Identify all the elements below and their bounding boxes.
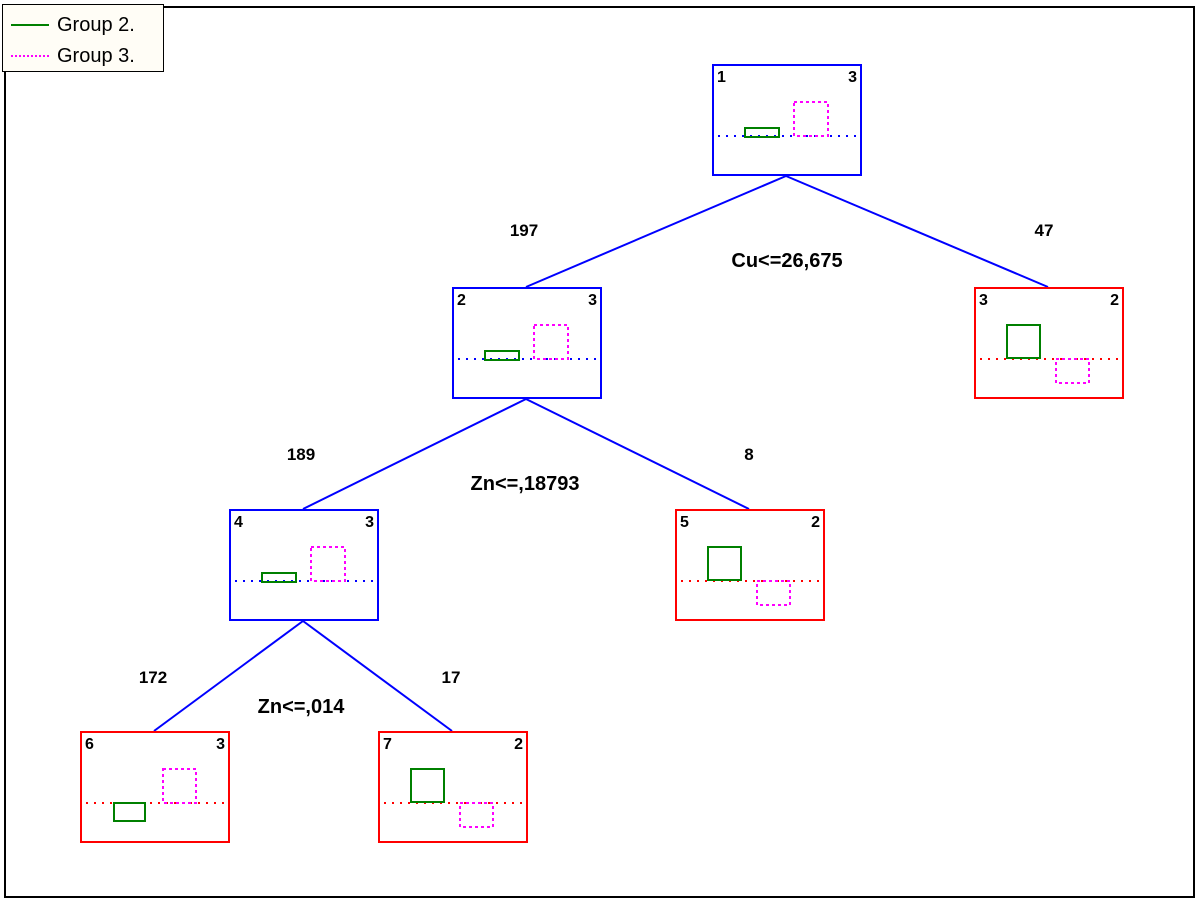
group-3-mark <box>162 768 197 804</box>
edge-2-4 <box>302 398 527 510</box>
node-id-label: 2 <box>457 292 466 309</box>
legend-item-group-2: Group 2. <box>11 11 135 39</box>
group-2-mark <box>1006 324 1041 359</box>
right-branch-count: 8 <box>744 445 753 464</box>
group-3-mark <box>793 101 829 137</box>
node-class-label: 3 <box>365 514 374 531</box>
group-3-mark <box>756 580 791 606</box>
node-id-label: 3 <box>979 292 988 309</box>
left-branch-count: 189 <box>287 445 315 464</box>
edge-1-2 <box>525 175 787 288</box>
legend-label-group-2: Group 2. <box>57 13 135 36</box>
edge-4-6 <box>153 620 304 732</box>
group-2-mark <box>113 802 146 822</box>
node-border <box>712 64 862 176</box>
node-class-label: 3 <box>216 736 225 753</box>
split-condition: Zn<=,014 <box>258 696 346 718</box>
group-2-mark <box>707 546 742 581</box>
split-condition: Zn<=,18793 <box>471 473 580 495</box>
node-border <box>378 731 528 843</box>
group-2-line-swatch <box>11 24 49 26</box>
group-3-mark <box>1055 358 1090 384</box>
node-class-label: 2 <box>514 736 523 753</box>
group-2-mark <box>410 768 445 803</box>
node-id-label: 1 <box>717 69 726 86</box>
node-class-label: 2 <box>811 514 820 531</box>
group-3-mark <box>459 802 494 828</box>
edge-2-5 <box>525 398 750 510</box>
node-border <box>452 287 602 399</box>
node-id-label: 4 <box>234 514 243 531</box>
plot-frame <box>4 6 1195 898</box>
group-3-mark <box>533 324 569 360</box>
right-branch-count: 47 <box>1035 221 1054 240</box>
split-condition: Cu<=26,675 <box>731 250 842 272</box>
node-class-label: 3 <box>848 69 857 86</box>
group-3-line-swatch <box>11 55 49 57</box>
left-branch-count: 172 <box>139 668 167 687</box>
right-branch-count: 17 <box>442 668 461 687</box>
group-2-mark <box>744 127 780 138</box>
node-id-label: 7 <box>383 736 392 753</box>
node-id-label: 5 <box>680 514 689 531</box>
legend-label-group-3: Group 3. <box>57 44 135 67</box>
node-border <box>229 509 379 621</box>
node-id-label: 6 <box>85 736 94 753</box>
left-branch-count: 197 <box>510 221 538 240</box>
node-border <box>974 287 1124 399</box>
node-class-label: 2 <box>1110 292 1119 309</box>
legend-item-group-3: Group 3. <box>11 42 135 70</box>
node-border <box>80 731 230 843</box>
legend: Group 2. Group 3. <box>2 4 164 72</box>
node-border <box>675 509 825 621</box>
group-2-mark <box>484 350 520 361</box>
edge-4-7 <box>302 620 453 732</box>
group-2-mark <box>261 572 297 583</box>
node-class-label: 3 <box>588 292 597 309</box>
group-3-mark <box>310 546 346 582</box>
edge-1-3 <box>785 175 1049 288</box>
